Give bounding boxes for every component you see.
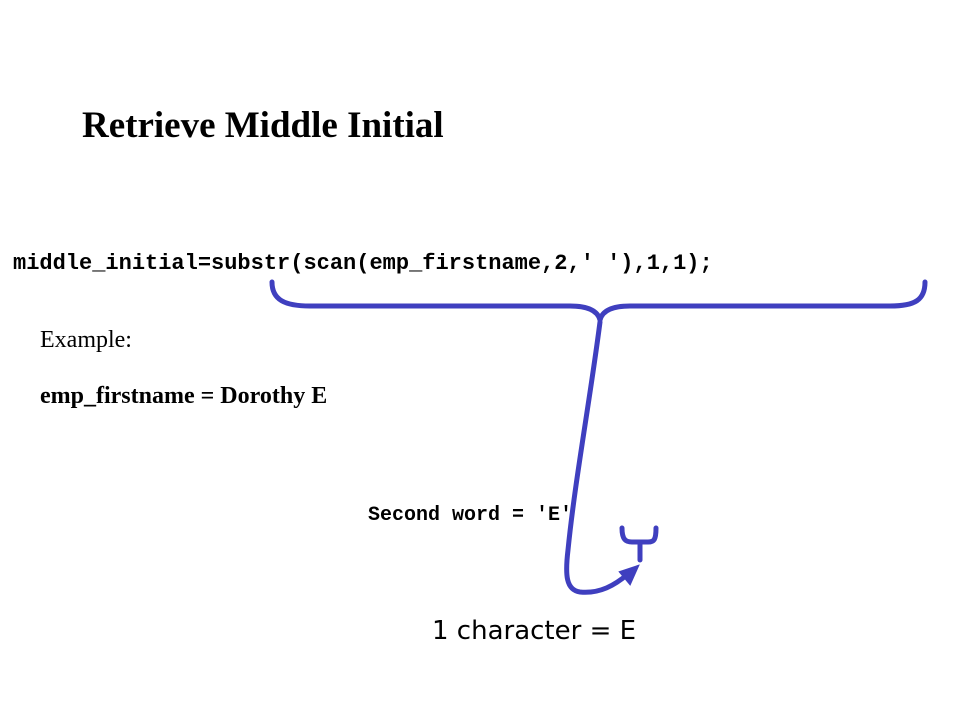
char-brace — [619, 525, 659, 545]
slide-title: Retrieve Middle Initial — [82, 105, 444, 146]
example-label: Example: — [40, 327, 132, 353]
code-statement: middle_initial=substr(scan(emp_firstname… — [13, 251, 713, 276]
scan-brace — [269, 279, 928, 323]
example-value: emp_firstname = Dorothy E — [40, 383, 328, 409]
result-annotation: 1 character = E — [432, 616, 637, 646]
flow-arrow — [564, 319, 631, 595]
second-word-annotation: Second word = 'E' — [368, 504, 573, 527]
arrowhead-icon — [618, 564, 640, 586]
